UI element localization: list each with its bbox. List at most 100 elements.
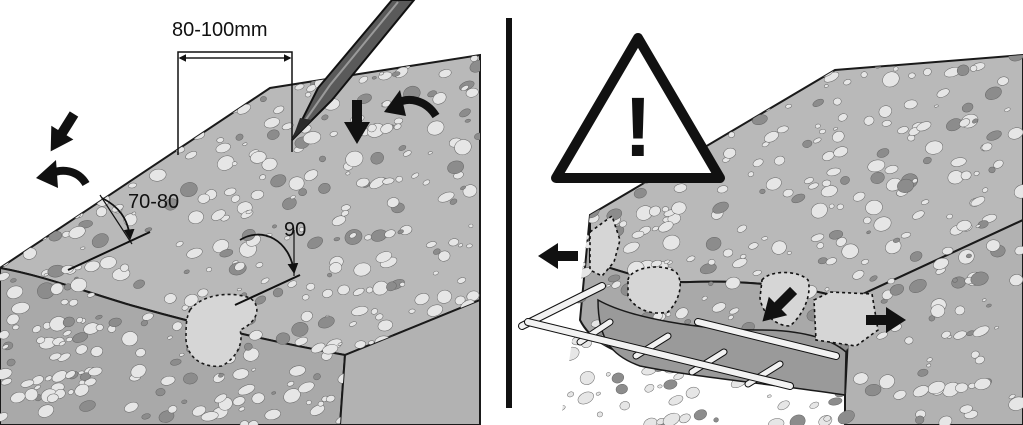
aggregate-stone — [408, 308, 416, 314]
aggregate-stone — [156, 88, 170, 99]
aggregate-stone — [0, 330, 10, 340]
aggregate-stone — [244, 342, 253, 351]
aggregate-stone — [892, 237, 901, 243]
aggregate-stone — [595, 391, 601, 396]
aggregate-stone — [290, 195, 296, 200]
aggregate-stone — [238, 406, 245, 412]
aggregate-stone — [231, 194, 241, 203]
aggregate-stone — [791, 193, 806, 204]
aggregate-stone — [460, 85, 469, 92]
aggregate-stone — [259, 174, 266, 181]
aggregate-stone — [594, 55, 604, 62]
aggregate-stone — [307, 236, 323, 250]
aggregate-stone — [202, 76, 221, 90]
aggregate-stone — [965, 253, 972, 259]
aggregate-stone — [912, 210, 925, 220]
aggregate-stone — [882, 71, 900, 88]
aggregate-stone — [22, 67, 34, 77]
aggregate-stone — [611, 280, 622, 289]
aggregate-stone — [186, 247, 203, 259]
aggregate-stone — [729, 307, 740, 315]
aggregate-stone — [867, 159, 886, 173]
aggregate-stone — [67, 63, 78, 72]
aggregate-stone — [699, 263, 717, 275]
aggregate-stone — [837, 113, 848, 122]
rebar-bar — [519, 283, 605, 329]
aggregate-stone — [99, 256, 117, 270]
aggregate-stone — [192, 405, 207, 417]
aggregate-stone — [354, 340, 366, 349]
aggregate-stone — [304, 92, 312, 98]
aggregate-stone — [37, 404, 54, 418]
arrow-left-icon — [538, 243, 578, 269]
aggregate-stone — [863, 115, 875, 126]
aggregate-stone — [821, 179, 832, 187]
aggregate-stone — [870, 171, 885, 184]
aggregate-stone — [156, 62, 162, 68]
aggregate-stone — [345, 150, 364, 167]
aggregate-stone — [972, 118, 979, 124]
aggregate-stone — [682, 94, 701, 105]
aggregate-stone — [130, 95, 144, 107]
aggregate-stone — [671, 201, 687, 215]
aggregate-stone — [649, 205, 661, 217]
aggregate-stone — [130, 364, 147, 378]
aggregate-stone — [662, 234, 681, 251]
aggregate-stone — [986, 239, 1001, 252]
aggregate-stone — [271, 391, 276, 395]
aggregate-stone — [705, 55, 720, 63]
aggregate-stone — [51, 370, 68, 383]
aggregate-stone — [142, 312, 154, 321]
aggregate-stone — [972, 325, 990, 337]
aggregate-stone — [19, 186, 31, 197]
aggregate-stone — [13, 72, 31, 86]
aggregate-stone — [270, 174, 287, 188]
aggregate-stone — [6, 178, 13, 184]
aggregate-stone — [912, 178, 918, 184]
aggregate-stone — [425, 241, 437, 248]
aggregate-stone — [213, 86, 219, 91]
aggregate-stone — [829, 203, 835, 209]
aggregate-stone — [317, 401, 325, 407]
aggregate-stone — [893, 390, 907, 400]
aggregate-stone — [840, 176, 850, 185]
angle-arc-right — [239, 233, 299, 275]
aggregate-stone — [68, 299, 79, 307]
aggregate-stone — [56, 73, 67, 80]
aggregate-stone — [651, 226, 659, 232]
aggregate-stone — [567, 391, 575, 398]
aggregate-stone — [291, 322, 309, 337]
aggregate-stone — [211, 209, 226, 221]
aggregate-stone — [765, 82, 784, 97]
aggregate-stone — [6, 358, 16, 367]
aggregate-stone — [993, 159, 1004, 169]
aggregate-stone — [155, 388, 166, 397]
aggregate-stone — [876, 331, 888, 340]
aggregate-stone — [4, 118, 13, 127]
aggregate-stone — [13, 161, 31, 175]
aggregate-stone — [432, 92, 447, 105]
aggregate-stone — [954, 305, 965, 316]
aggregate-stone — [788, 71, 796, 79]
aggregate-stone — [179, 353, 185, 357]
aggregate-stone — [311, 342, 326, 354]
aggregate-stone — [172, 321, 183, 331]
aggregate-stone — [752, 158, 764, 167]
aggregate-stone — [985, 86, 1002, 100]
aggregate-stone — [95, 314, 103, 320]
aggregate-stone — [643, 417, 658, 425]
aggregate-stone — [644, 384, 655, 393]
aggregate-stone — [433, 270, 439, 276]
aggregate-stone — [986, 303, 992, 308]
aggregate-stone — [457, 277, 467, 284]
aggregate-stone — [403, 150, 412, 157]
aggregate-stone — [863, 216, 872, 225]
aggregate-stone — [103, 159, 118, 170]
aggregate-stone — [727, 315, 734, 320]
aggregate-stone — [398, 145, 407, 151]
aggregate-stone — [926, 363, 932, 368]
aggregate-stone — [889, 284, 904, 296]
aggregate-stone — [560, 405, 566, 412]
aggregate-stone — [356, 177, 370, 188]
aggregate-stone — [306, 283, 316, 291]
